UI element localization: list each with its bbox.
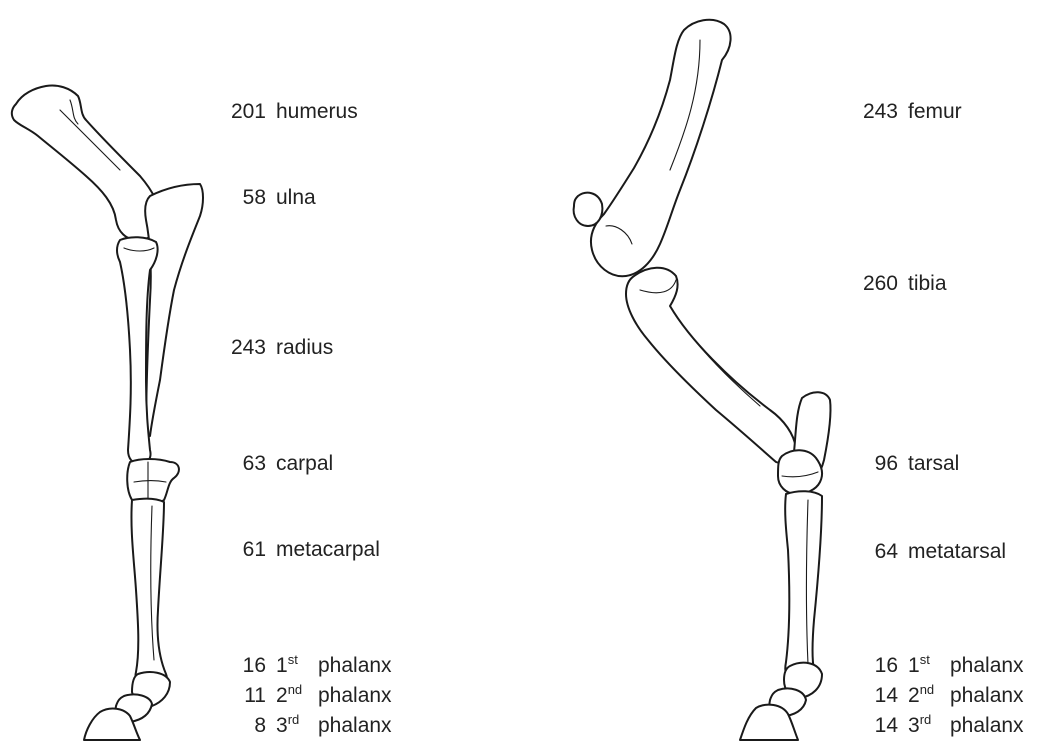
label-humerus: 201 humerus	[226, 100, 358, 124]
count: 14	[858, 684, 898, 708]
bone-name: radius	[276, 336, 333, 359]
label-metatarsal: 64 metatarsal	[858, 540, 1006, 564]
count: 96	[858, 452, 898, 476]
count: 201	[226, 100, 266, 124]
metacarpal-bone	[131, 499, 166, 689]
label-forelimb-phalanx-2: 11 2nd phalanx	[226, 684, 392, 708]
bone-name: ulna	[276, 186, 316, 209]
ordinal: 2nd	[908, 684, 942, 708]
label-radius: 243 radius	[226, 336, 333, 360]
label-tarsal: 96 tarsal	[858, 452, 959, 476]
ordinal: 3rd	[276, 714, 310, 738]
bone-name: phalanx	[318, 654, 392, 677]
count: 16	[858, 654, 898, 678]
count: 58	[226, 186, 266, 210]
bone-name: phalanx	[950, 684, 1024, 707]
label-hindlimb-phalanx-3: 14 3rd phalanx	[858, 714, 1024, 738]
label-femur: 243 femur	[858, 100, 962, 124]
label-tibia: 260 tibia	[858, 272, 947, 296]
count: 64	[858, 540, 898, 564]
ordinal: 1st	[276, 654, 310, 678]
bone-name: phalanx	[950, 654, 1024, 677]
count: 11	[226, 684, 266, 708]
ordinal: 2nd	[276, 684, 310, 708]
count: 61	[226, 538, 266, 562]
ulna-bone	[145, 184, 203, 436]
label-metacarpal: 61 metacarpal	[226, 538, 380, 562]
count: 243	[858, 100, 898, 124]
label-forelimb-phalanx-1: 16 1st phalanx	[226, 654, 392, 678]
bone-name: carpal	[276, 452, 333, 475]
ordinal: 1st	[908, 654, 942, 678]
bone-name: metatarsal	[908, 540, 1006, 563]
bone-name: tibia	[908, 272, 947, 295]
humerus-bone	[12, 85, 160, 240]
label-hindlimb-phalanx-1: 16 1st phalanx	[858, 654, 1024, 678]
label-forelimb-phalanx-3: 8 3rd phalanx	[226, 714, 392, 738]
label-carpal: 63 carpal	[226, 452, 333, 476]
tibia-bone	[626, 268, 796, 464]
forelimb-drawing	[12, 85, 203, 740]
ordinal: 3rd	[908, 714, 942, 738]
metatarsal-bone	[785, 491, 822, 682]
count: 16	[226, 654, 266, 678]
count: 243	[226, 336, 266, 360]
count: 260	[858, 272, 898, 296]
count: 63	[226, 452, 266, 476]
bone-name: humerus	[276, 100, 358, 123]
count: 8	[226, 714, 266, 738]
patella-bone	[574, 193, 603, 226]
tarsal-bones	[778, 450, 822, 494]
bone-name: phalanx	[318, 714, 392, 737]
hindlimb-drawing	[574, 20, 831, 740]
bone-name: femur	[908, 100, 962, 123]
count: 14	[858, 714, 898, 738]
label-hindlimb-phalanx-2: 14 2nd phalanx	[858, 684, 1024, 708]
label-ulna: 58 ulna	[226, 186, 316, 210]
bone-name: phalanx	[950, 714, 1024, 737]
bone-name: phalanx	[318, 684, 392, 707]
bone-name: metacarpal	[276, 538, 380, 561]
bone-name: tarsal	[908, 452, 959, 475]
femur-bone	[591, 20, 731, 276]
